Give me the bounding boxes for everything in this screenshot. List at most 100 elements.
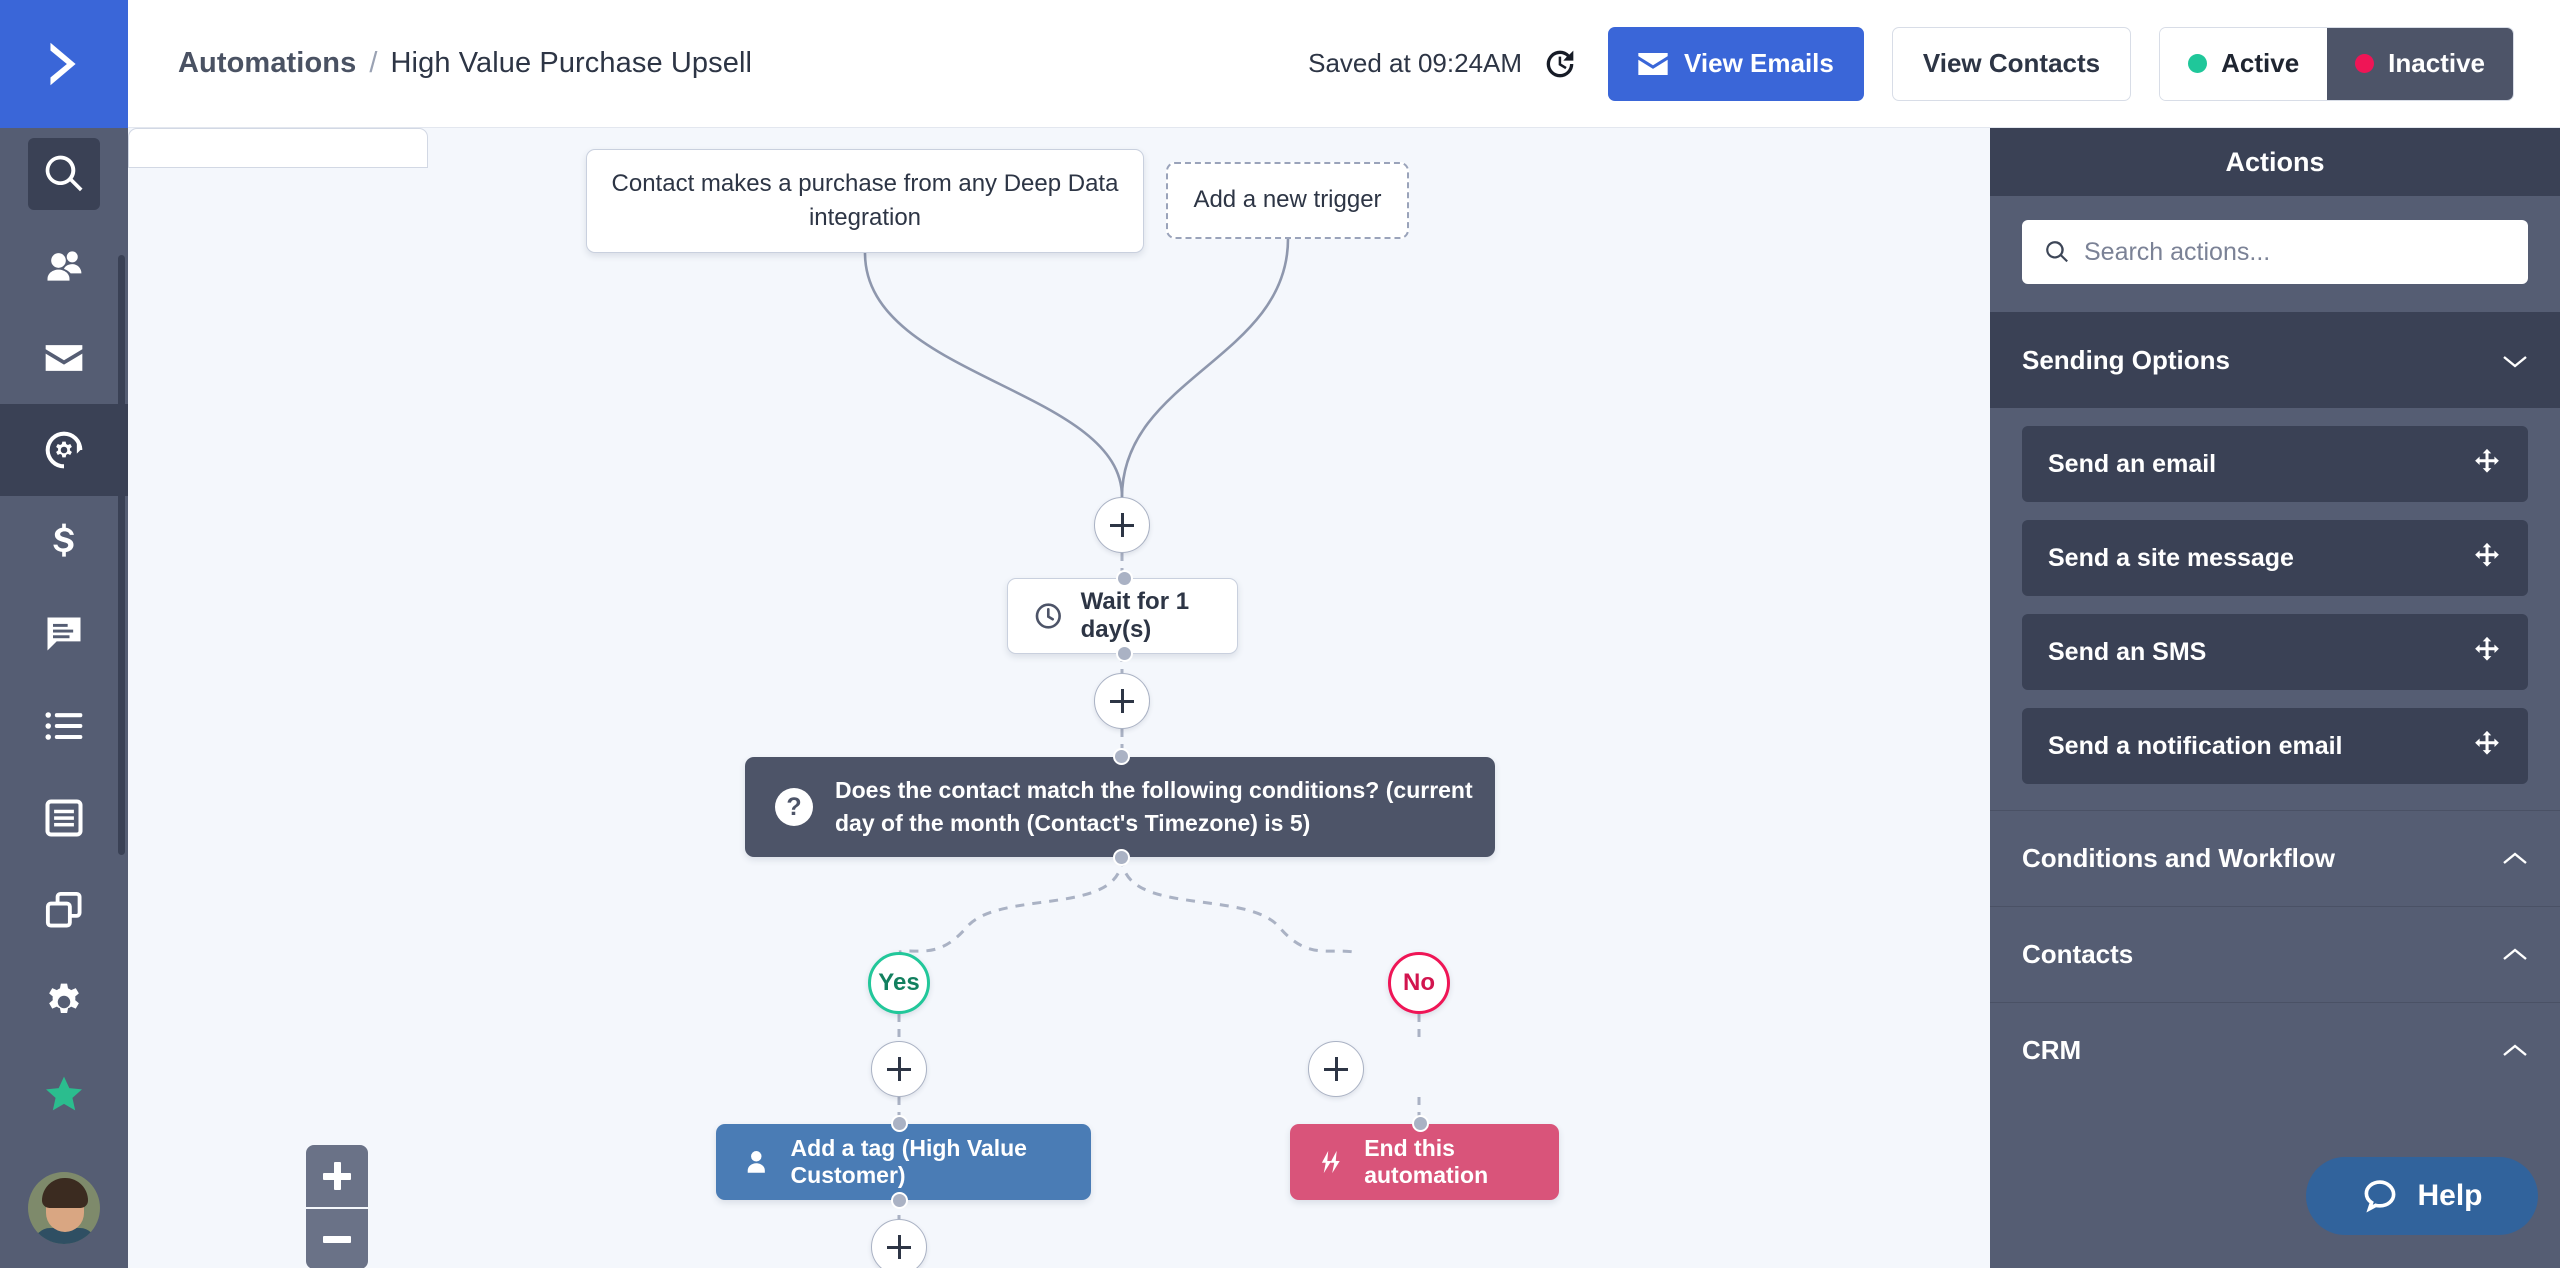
node-anchor-bottom (1113, 849, 1130, 866)
action-item-send-an-sms[interactable]: Send an SMS (2022, 614, 2528, 690)
brand-logo[interactable] (0, 0, 128, 128)
sidebar-item-contacts[interactable] (0, 220, 128, 312)
search-actions-input[interactable] (2084, 237, 2506, 267)
avatar[interactable] (28, 1172, 100, 1244)
sidebar-item-search[interactable] (0, 128, 128, 220)
move-icon[interactable] (2472, 447, 2502, 482)
actions-search-zone (1990, 196, 2560, 312)
automation-icon (45, 431, 83, 469)
node-anchor-top (1116, 570, 1133, 587)
search-actions-box[interactable] (2022, 220, 2528, 284)
wait-node[interactable]: Wait for 1 day(s) (1007, 570, 1238, 662)
view-contacts-label: View Contacts (1922, 48, 2101, 78)
saved-timestamp: Saved at 09:24AM (1308, 48, 1523, 78)
branch-no-label: No (1403, 969, 1435, 996)
sidebar-item-forms[interactable] (0, 772, 128, 864)
dollar-icon (53, 523, 74, 557)
search-icon (45, 155, 83, 192)
chevron-down-icon (2502, 939, 2528, 970)
action-item-send-a-site-message[interactable]: Send a site message (2022, 520, 2528, 596)
document-icon (45, 799, 83, 837)
actions-group-label: Sending Options (2022, 344, 2230, 375)
status-inactive-button[interactable]: Inactive (2327, 27, 2513, 100)
next-node-partial[interactable] (128, 128, 428, 168)
active-status-dot (2188, 54, 2208, 73)
envelope-icon (45, 345, 83, 371)
zoom-out-button[interactable] (306, 1207, 368, 1268)
actions-group-sending-options[interactable]: Sending Options (1990, 312, 2560, 408)
copy-icon (45, 891, 82, 928)
breadcrumb-automations[interactable]: Automations (178, 47, 357, 79)
chevron-right-logo-icon (50, 42, 76, 86)
branch-yes[interactable]: Yes (868, 952, 930, 1014)
zoom-in-button[interactable] (306, 1145, 368, 1207)
chat-bubble-icon (2365, 1180, 2396, 1213)
add-tag-node[interactable]: Add a tag (High Value Customer) (716, 1115, 1091, 1209)
top-header-bar: Automations / High Value Purchase Upsell… (128, 0, 2560, 128)
automation-canvas[interactable]: Contact makes a purchase from any Deep D… (128, 128, 1990, 1268)
actions-group-label: Conditions and Workflow (2022, 843, 2335, 873)
branch-no[interactable]: No (1388, 952, 1450, 1014)
add-step-button[interactable] (871, 1219, 927, 1268)
move-icon[interactable] (2472, 729, 2502, 764)
end-automation-node-label: End this automation (1364, 1135, 1489, 1188)
actions-group-label: CRM (2022, 1035, 2082, 1065)
history-clock-icon[interactable] (1540, 44, 1580, 84)
chevron-down-icon (2502, 1035, 2528, 1066)
add-step-button[interactable] (1308, 1041, 1364, 1097)
move-icon[interactable] (2472, 635, 2502, 670)
sidebar-item-deals[interactable] (0, 496, 128, 588)
sidebar-item-campaigns[interactable] (0, 312, 128, 404)
canvas-zoom-controls (306, 1145, 368, 1268)
add-step-button[interactable] (1094, 673, 1150, 729)
search-icon (2046, 241, 2068, 263)
add-trigger-label: Add a new trigger (1193, 186, 1382, 214)
sidebar-item-settings[interactable] (0, 956, 128, 1048)
clock-icon (1035, 603, 1061, 629)
node-anchor-bottom (891, 1192, 908, 1209)
move-icon[interactable] (2472, 541, 2502, 576)
node-anchor-top (1412, 1115, 1429, 1132)
status-toggle: Active Inactive (2159, 26, 2514, 101)
end-automation-node[interactable]: End this automation (1290, 1115, 1559, 1200)
people-icon (47, 251, 82, 281)
help-button[interactable]: Help (2306, 1157, 2538, 1235)
actions-group-label: Contacts (2022, 939, 2134, 969)
status-active-button[interactable]: Active (2160, 27, 2328, 100)
add-trigger-node[interactable]: Add a new trigger (1166, 162, 1409, 239)
add-step-button[interactable] (1094, 497, 1150, 553)
chat-icon (47, 617, 81, 651)
node-anchor-top (891, 1115, 908, 1132)
action-item-label: Send an SMS (2048, 637, 2207, 666)
action-item-send-a-notification-email[interactable]: Send a notification email (2022, 708, 2528, 784)
view-contacts-button[interactable]: View Contacts (1891, 26, 2132, 101)
breadcrumb: Automations / High Value Purchase Upsell (178, 47, 752, 80)
header-actions: Saved at 09:24AM View Emails View Contac… (1308, 26, 2514, 101)
action-item-send-an-email[interactable]: Send an email (2022, 426, 2528, 502)
wait-node-label: Wait for 1 day(s) (1080, 588, 1190, 643)
trigger-node[interactable]: Contact makes a purchase from any Deep D… (586, 149, 1144, 253)
sidebar-item-lists[interactable] (0, 680, 128, 772)
view-emails-button[interactable]: View Emails (1608, 26, 1864, 101)
person-icon (747, 1151, 765, 1173)
status-inactive-label: Inactive (2388, 48, 2485, 78)
sidebar-item-pages[interactable] (0, 864, 128, 956)
question-icon: ? (775, 788, 813, 826)
actions-group-contacts[interactable]: Contacts (1990, 906, 2560, 1002)
add-step-button[interactable] (871, 1041, 927, 1097)
left-nav-rail (0, 0, 128, 1268)
rail-scrollbar[interactable] (118, 255, 125, 855)
sidebar-item-automations[interactable] (0, 404, 128, 496)
sidebar-item-conversations[interactable] (0, 588, 128, 680)
node-anchor-top (1113, 748, 1130, 765)
breadcrumb-separator: / (369, 47, 378, 79)
add-tag-node-label: Add a tag (High Value Customer) (790, 1135, 1027, 1188)
page-title: High Value Purchase Upsell (390, 47, 753, 79)
sidebar-item-favorites[interactable] (0, 1048, 128, 1140)
actions-group-crm[interactable]: CRM (1990, 1002, 2560, 1098)
actions-group-conditions-and-workflow[interactable]: Conditions and Workflow (1990, 810, 2560, 906)
condition-node[interactable]: ? Does the contact match the following c… (745, 748, 1495, 866)
action-item-label: Send a notification email (2048, 731, 2343, 760)
actions-panel-title: Actions (1990, 128, 2560, 196)
chevron-down-icon (2502, 843, 2528, 874)
